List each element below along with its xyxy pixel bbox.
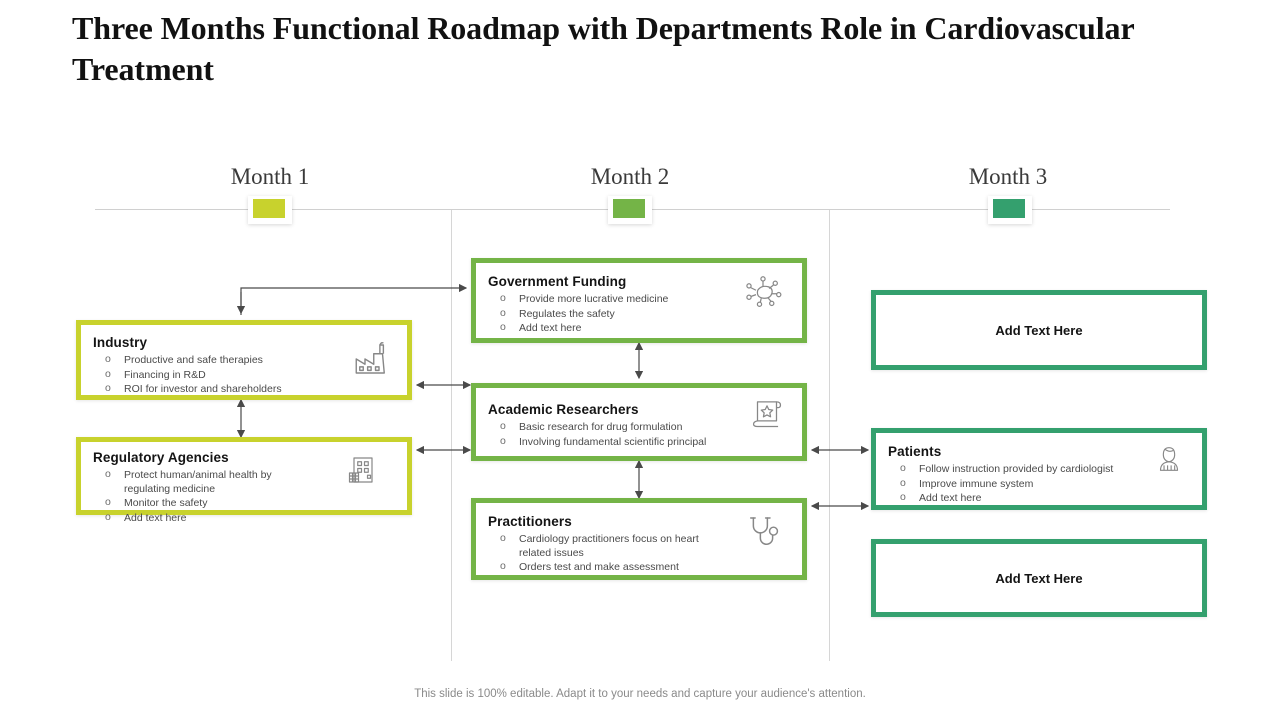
card-academic-researchers[interactable]: Academic Researchers Basic research for … [471, 383, 807, 461]
card-placeholder-bottom-label: Add Text Here [995, 570, 1083, 586]
card-government-funding-title: Government Funding [488, 274, 627, 289]
card-placeholder-bottom[interactable]: Add Text Here [871, 539, 1207, 617]
card-industry[interactable]: Industry Productive and safe therapies F… [76, 320, 412, 400]
card-industry-bullets: Productive and safe therapies Financing … [93, 353, 395, 397]
month-marker-1-chip [253, 199, 285, 218]
stethoscope-icon [742, 511, 784, 553]
card-industry-title: Industry [93, 335, 148, 350]
month-marker-3[interactable] [988, 196, 1032, 224]
list-item: Involving fundamental scientific princip… [488, 435, 790, 450]
month-label-3: Month 3 [968, 164, 1048, 189]
list-item: ROI for investor and shareholders [93, 382, 395, 397]
card-regulatory-agencies[interactable]: Regulatory Agencies Protect human/animal… [76, 437, 412, 524]
card-government-funding[interactable]: Government Funding Provide more lucrativ… [471, 258, 807, 343]
card-government-funding-bullets: Provide more lucrative medicine Regulate… [488, 292, 790, 336]
card-placeholder-top-label: Add Text Here [995, 322, 1083, 338]
list-item: Productive and safe therapies [93, 353, 395, 368]
card-regulatory-agencies-title: Regulatory Agencies [93, 450, 229, 465]
card-regulatory-agencies-bullets: Protect human/animal health by regulatin… [93, 468, 395, 526]
patient-person-icon [1152, 442, 1186, 476]
list-item: Regulates the safety [488, 307, 790, 322]
building-icon [345, 452, 381, 488]
list-item: Provide more lucrative medicine [488, 292, 790, 307]
card-patients-bullets: Follow instruction provided by cardiolog… [888, 462, 1190, 506]
list-item: Follow instruction provided by cardiolog… [888, 462, 1190, 477]
card-patients[interactable]: Patients Follow instruction provided by … [871, 428, 1207, 510]
month-marker-2[interactable] [608, 196, 652, 224]
card-practitioners-title: Practitioners [488, 514, 572, 529]
footer-note: This slide is 100% editable. Adapt it to… [414, 688, 866, 700]
list-item: Cardiology practitioners focus on heart … [488, 532, 703, 560]
card-academic-researchers-title: Academic Researchers [488, 402, 639, 417]
list-item: Monitor the safety [93, 496, 395, 511]
card-patients-title: Patients [888, 444, 942, 459]
month-label-2: Month 2 [590, 164, 670, 189]
list-item: Basic research for drug formulation [488, 420, 790, 435]
list-item: Add text here [888, 491, 1190, 506]
list-item: Orders test and make assessment [488, 560, 790, 575]
list-item: Improve immune system [888, 477, 1190, 492]
card-practitioners[interactable]: Practitioners Cardiology practitioners f… [471, 498, 807, 580]
month-marker-3-chip [993, 199, 1025, 218]
factory-icon [351, 338, 393, 380]
column-separator-1 [451, 209, 452, 661]
list-item: Add text here [488, 321, 790, 336]
page-title: Three Months Functional Roadmap with Dep… [72, 10, 1134, 87]
card-academic-researchers-bullets: Basic research for drug formulation Invo… [488, 420, 790, 450]
month-marker-2-chip [613, 199, 645, 218]
month-marker-1[interactable] [248, 196, 292, 224]
card-practitioners-bullets: Cardiology practitioners focus on heart … [488, 532, 790, 575]
column-separator-2 [829, 209, 830, 661]
list-item: Protect human/animal health by regulatin… [93, 468, 283, 496]
certificate-scroll-icon [748, 394, 786, 432]
month-label-1: Month 1 [230, 164, 310, 189]
card-placeholder-top[interactable]: Add Text Here [871, 290, 1207, 370]
list-item: Financing in R&D [93, 368, 395, 383]
list-item: Add text here [93, 511, 395, 526]
network-molecule-icon [742, 271, 784, 313]
